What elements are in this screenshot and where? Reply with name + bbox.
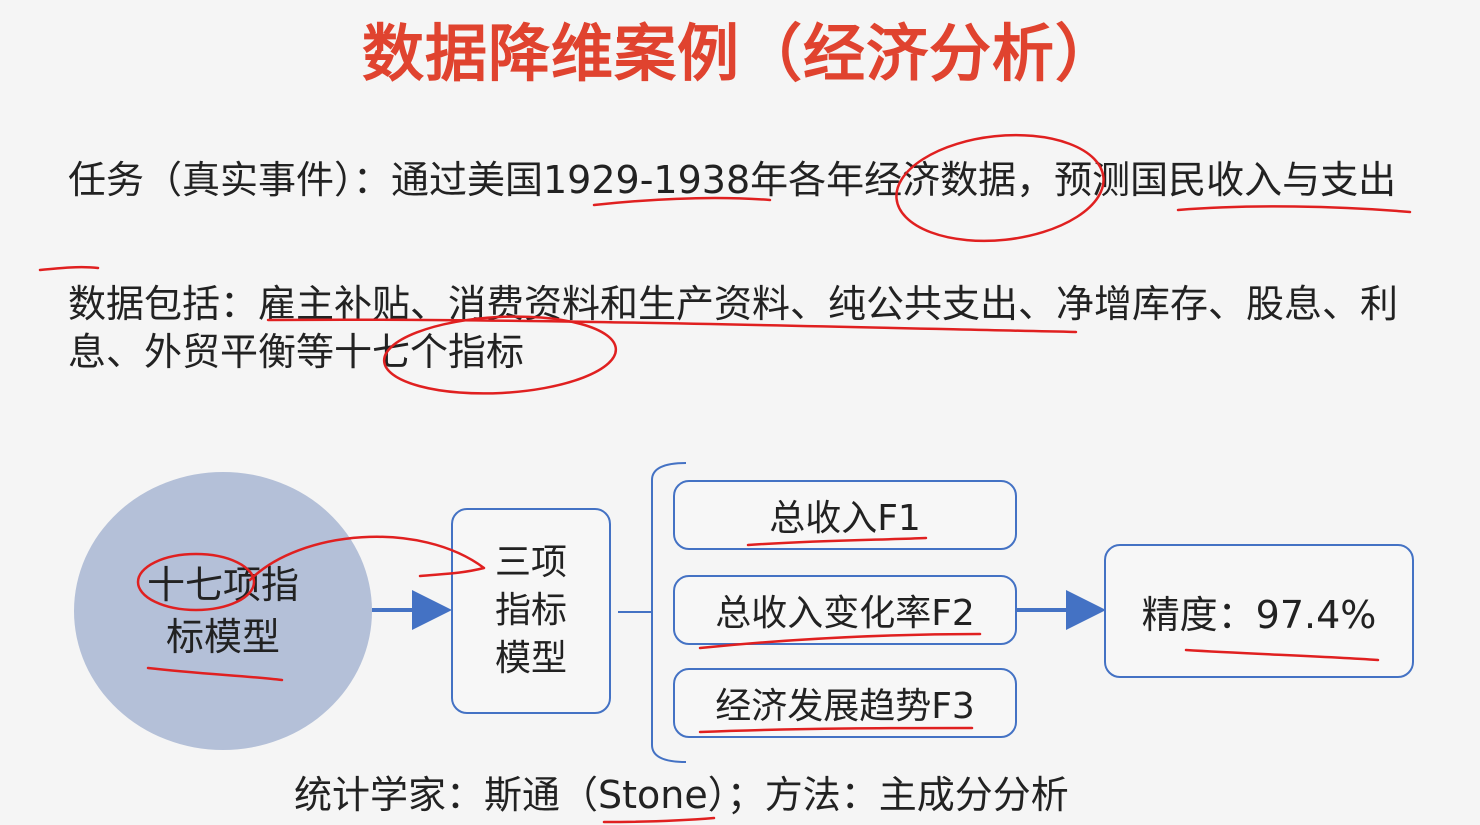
circle-economic-data bbox=[895, 133, 1105, 243]
handwritten-annotations bbox=[38, 133, 1412, 824]
factor-label-f1: 总收入F1 bbox=[769, 498, 921, 539]
mark-line-start bbox=[38, 265, 100, 272]
circle-source-ten bbox=[136, 552, 256, 612]
underline-accuracy bbox=[1184, 648, 1380, 662]
factor-box-f1: 总收入F1 bbox=[673, 480, 1017, 550]
underline-stone bbox=[602, 816, 716, 824]
underline-f2 bbox=[698, 632, 982, 650]
three-indicator-model-box: 三项指标模型 bbox=[451, 508, 611, 714]
factor-box-f3: 经济发展趋势F3 bbox=[673, 668, 1017, 738]
accuracy-box: 精度：97.4% bbox=[1104, 544, 1414, 678]
underline-f1 bbox=[746, 536, 928, 547]
source-model-circle: 十七项指标模型 bbox=[74, 472, 372, 750]
slide-title: 数据降维案例（经济分析） bbox=[361, 17, 1118, 90]
underline-predict bbox=[1176, 205, 1412, 214]
factor-bracket bbox=[618, 462, 687, 763]
underline-years bbox=[592, 196, 772, 207]
source-model-label: 十七项指标模型 bbox=[146, 563, 299, 659]
factor-label-f2: 总收入变化率F2 bbox=[715, 593, 975, 634]
task-paragraph: 任务（真实事件）：通过美国1929-1938年各年经济数据，预测国民收入与支出 bbox=[68, 158, 1397, 202]
underline-indicators bbox=[266, 318, 1078, 334]
footer-text: 统计学家：斯通（Stone）；方法：主成分分析 bbox=[294, 773, 1069, 817]
underline-f3 bbox=[698, 726, 974, 734]
circle-seventeen bbox=[382, 315, 618, 395]
factor-label-f3: 经济发展趋势F3 bbox=[715, 686, 975, 727]
model-label: 三项指标模型 bbox=[494, 542, 567, 679]
accuracy-label: 精度：97.4% bbox=[1141, 592, 1377, 637]
underline-source-model bbox=[146, 666, 284, 682]
curve-to-model bbox=[248, 535, 486, 582]
